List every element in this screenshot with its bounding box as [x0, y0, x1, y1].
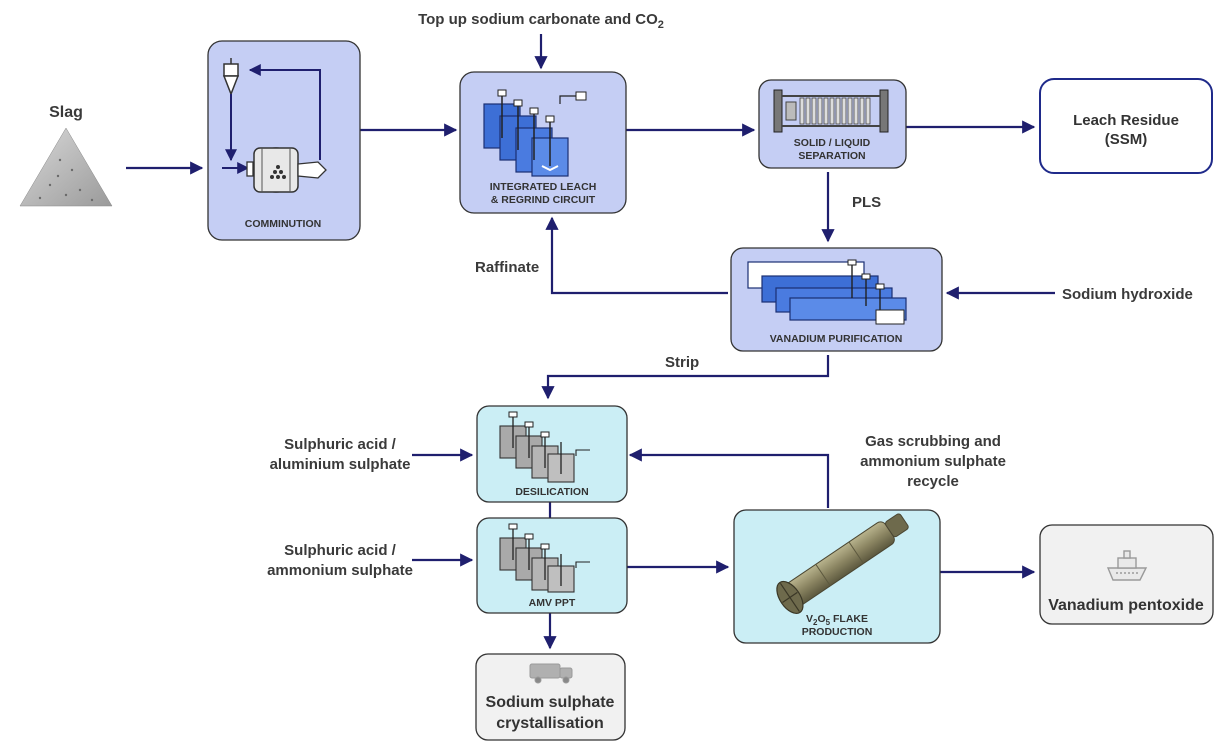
leach-residue-node: Leach Residue (SSM)	[1039, 78, 1213, 174]
sls-caption-1: SOLID / LIQUID	[794, 137, 871, 149]
desilication-caption: DESILICATION	[515, 486, 588, 498]
leach-tanks-icon	[483, 89, 587, 177]
sodium-hydroxide-label: Sodium hydroxide	[1062, 286, 1193, 303]
solid-liquid-separation-node: SOLID / LIQUID SEPARATION	[758, 79, 907, 169]
desilication-tanks-icon	[499, 411, 590, 483]
amv-ppt-node: AMV PPT	[476, 517, 628, 614]
truck-icon	[529, 663, 573, 684]
acid-am-label-2: ammonium sulphate	[267, 562, 413, 579]
residue-box	[1039, 78, 1213, 174]
comminution-node: COMMINUTION	[207, 40, 361, 241]
sulphate-box	[475, 653, 626, 741]
pls-label: PLS	[852, 194, 881, 211]
strip-label: Strip	[665, 354, 699, 371]
acid-am-label-1: Sulphuric acid /	[284, 542, 397, 559]
comminution-box	[207, 40, 361, 241]
pentoxide-label: Vanadium pentoxide	[1048, 597, 1204, 614]
arrow-raffinate	[545, 216, 728, 295]
sls-caption-2: SEPARATION	[798, 150, 865, 162]
raffinate-label: Raffinate	[475, 259, 539, 276]
amv-caption: AMV PPT	[529, 597, 576, 609]
comminution-caption: COMMINUTION	[245, 218, 321, 230]
slag-pile-icon	[19, 127, 113, 207]
residue-label-2: (SSM)	[1105, 131, 1148, 148]
flow-arrows	[126, 34, 1055, 650]
slag-label: Slag	[49, 104, 83, 121]
arrow-strip	[541, 355, 830, 400]
sodium-sulphate-node: Sodium sulphate crystallisation	[475, 653, 626, 741]
sulphate-label-2: crystallisation	[496, 715, 604, 732]
desilication-node: DESILICATION	[476, 405, 628, 503]
mixer-settler-icon	[747, 259, 907, 325]
arrow-gas-recycle	[628, 448, 830, 508]
purification-caption: VANADIUM PURIFICATION	[770, 333, 903, 345]
rotary-kiln-icon	[776, 513, 909, 614]
leach-caption-2: & REGRIND CIRCUIT	[491, 194, 596, 206]
flake-caption-2: PRODUCTION	[802, 626, 873, 638]
acid-al-label-1: Sulphuric acid /	[284, 436, 397, 453]
ship-icon	[1106, 550, 1148, 581]
gas-label-1: Gas scrubbing and	[865, 433, 1001, 450]
gas-label-2: ammonium sulphate	[860, 453, 1006, 470]
filter-press-icon	[773, 89, 889, 133]
ball-mill-icon	[222, 58, 327, 193]
slag-node: Slag	[19, 104, 113, 207]
sulphate-label-1: Sodium sulphate	[486, 694, 615, 711]
leach-caption-1: INTEGRATED LEACH	[490, 181, 597, 193]
flake-caption-1: V2O5 FLAKE	[806, 613, 868, 627]
flake-production-node: V2O5 FLAKE PRODUCTION	[733, 509, 941, 644]
gas-label-3: recycle	[907, 473, 959, 490]
vanadium-pentoxide-node: Vanadium pentoxide	[1039, 524, 1214, 625]
amv-tanks-icon	[499, 523, 590, 593]
topup-label: Top up sodium carbonate and CO2	[418, 11, 664, 31]
acid-al-label-2: aluminium sulphate	[270, 456, 411, 473]
vanadium-purification-node: VANADIUM PURIFICATION	[730, 247, 943, 352]
residue-label-1: Leach Residue	[1073, 112, 1179, 129]
integrated-leach-node: INTEGRATED LEACH & REGRIND CIRCUIT	[459, 71, 627, 214]
